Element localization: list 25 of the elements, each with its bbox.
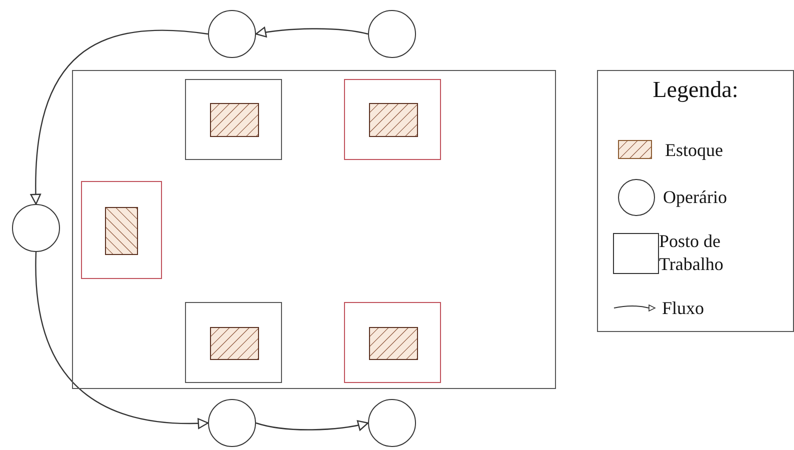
operator-circle <box>368 399 416 447</box>
operator-circle <box>368 10 416 58</box>
operator-circle <box>208 10 256 58</box>
stock-area <box>369 103 418 137</box>
workstation-box <box>344 79 441 160</box>
workstation-box <box>344 302 441 383</box>
legend-label: Posto de Trabalho <box>659 230 724 276</box>
legend-title: Legenda: <box>652 76 740 104</box>
legend-label: Operário <box>663 186 728 209</box>
stock-area <box>210 327 259 360</box>
operator-circle <box>208 399 256 447</box>
flow-arrow <box>256 420 369 430</box>
stock-area <box>369 327 418 360</box>
workstation-box <box>185 79 282 160</box>
flow-arrow <box>30 30 208 205</box>
operator-circle <box>12 204 60 252</box>
work-cell-area <box>72 70 556 389</box>
workstation-box <box>81 181 162 279</box>
flow-arrow <box>35 252 209 429</box>
stock-area <box>210 103 259 137</box>
stock-area <box>105 207 138 255</box>
workstation-box <box>185 302 282 383</box>
legend-label: Fluxo <box>662 297 706 320</box>
flow-arrow <box>255 27 368 38</box>
legend-label: Estoque <box>665 139 724 162</box>
